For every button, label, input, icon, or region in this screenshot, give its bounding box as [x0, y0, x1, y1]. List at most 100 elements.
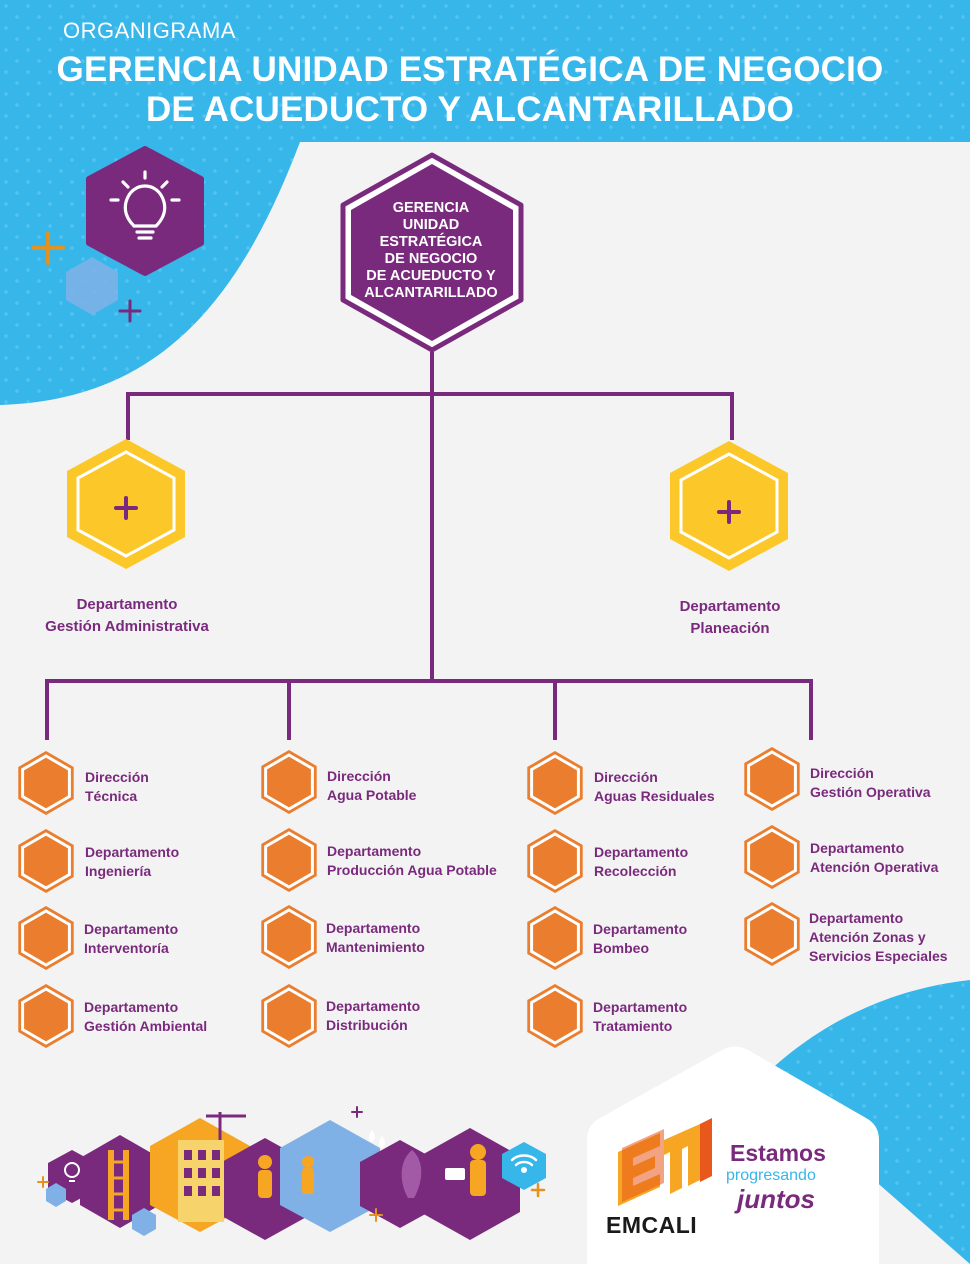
node-line: Departamento: [810, 840, 905, 856]
dept-label-planeacion: Departamento Planeación: [630, 596, 830, 640]
company-logo-text: EMCALI: [606, 1212, 698, 1238]
node-line: Departamento: [85, 844, 180, 860]
node-line: Mantenimiento: [326, 939, 425, 955]
node-line: Departamento: [84, 999, 179, 1015]
node-line: Bombeo: [593, 940, 649, 956]
node-line: Atención Operativa: [810, 859, 939, 875]
node-line: Dirección: [327, 768, 391, 784]
lightbulb-icon: [109, 170, 181, 240]
node-line: Gestión Ambiental: [84, 1018, 208, 1034]
top-node-line: ALCANTARILLADO: [364, 285, 498, 301]
orange-hexagon-c1-r4: [18, 984, 74, 1048]
plus-icon: [118, 299, 142, 323]
organigram-subtitle: ORGANIGRAMA: [63, 18, 236, 43]
city-illustration: [37, 1106, 546, 1240]
orange-node-hexagons: [18, 747, 800, 1048]
orange-hexagon-c4-r2: [744, 825, 800, 889]
logo-panel: [587, 1046, 879, 1264]
top-node-hexagon: [340, 152, 524, 353]
dept-label-line: Planeación: [690, 620, 770, 637]
plus-icon: [717, 500, 741, 524]
node-line: Dirección: [85, 769, 149, 785]
lightbulb-icon: [64, 1162, 80, 1182]
node-line: Departamento: [593, 921, 688, 937]
top-node-line: DE ACUEDUCTO Y: [366, 268, 496, 284]
node-line: Aguas Residuales: [594, 788, 715, 804]
node-line: Distribución: [326, 1017, 408, 1033]
dept-hexagon-left: [67, 439, 185, 569]
water-drops-icon: [369, 1130, 385, 1148]
decor-hexagon: [66, 257, 118, 315]
node-line: Servicios Especiales: [809, 948, 948, 964]
node-line: Recolección: [594, 863, 677, 879]
dept-hexagon-right: [670, 441, 788, 571]
top-node-line: UNIDAD: [402, 217, 460, 233]
orange-hexagon-c2-r1: [261, 750, 317, 814]
orange-hexagon-c3-r4: [527, 984, 583, 1048]
dept-label-line: Gestión Administrativa: [45, 618, 209, 635]
node-line: Gestión Operativa: [810, 784, 931, 800]
plus-icon: [31, 231, 65, 265]
node-line: Ingeniería: [85, 863, 152, 879]
top-node-line: DE NEGOCIO: [384, 251, 478, 267]
top-node-line: ESTRATÉGICA: [379, 234, 483, 250]
top-node-line: GERENCIA: [392, 200, 470, 216]
tagline-line1: Estamos: [730, 1140, 826, 1166]
wifi-icon: [510, 1154, 538, 1174]
node-line: Departamento: [326, 998, 421, 1014]
node-line: Departamento: [84, 921, 179, 937]
tagline-line2: progresando: [726, 1167, 816, 1184]
lightbulb-badge: [86, 146, 204, 276]
node-line: Dirección: [594, 769, 658, 785]
orange-hexagon-c3-r2: [527, 829, 583, 893]
emcali-logo-mark: [618, 1118, 712, 1206]
orange-hexagon-c2-r4: [261, 984, 317, 1048]
org-connectors: [45, 352, 813, 740]
orange-hexagon-c4-r3: [744, 902, 800, 966]
page-title-line2: DE ACUEDUCTO Y ALCANTARILLADO: [145, 90, 795, 129]
orange-hexagon-c1-r2: [18, 829, 74, 893]
node-line: Técnica: [85, 788, 138, 804]
node-line: Departamento: [809, 910, 904, 926]
dept-label-line: Departamento: [679, 598, 781, 615]
page-title-line1: GERENCIA UNIDAD ESTRATÉGICA DE NEGOCIO: [56, 50, 884, 89]
node-line: Departamento: [594, 844, 689, 860]
orange-hexagon-c4-r1: [744, 747, 800, 811]
orange-hexagon-c1-r3: [18, 906, 74, 970]
orange-hexagon-c3-r3: [527, 906, 583, 970]
node-line: Agua Potable: [327, 787, 417, 803]
node-line: Departamento: [327, 843, 422, 859]
node-line: Tratamiento: [593, 1018, 673, 1034]
tagline-line3: juntos: [737, 1184, 815, 1214]
orange-hexagon-c2-r2: [261, 828, 317, 892]
dept-label-line: Departamento: [76, 596, 178, 613]
orange-hexagon-c2-r3: [261, 905, 317, 969]
node-line: Producción Agua Potable: [327, 862, 497, 878]
node-line: Interventoría: [84, 940, 169, 956]
node-line: Departamento: [593, 999, 688, 1015]
orange-hexagon-c3-r1: [527, 751, 583, 815]
plus-icon: [114, 496, 138, 520]
dept-label-admin: Departamento Gestión Administrativa: [22, 594, 232, 638]
node-line: Atención Zonas y: [809, 929, 926, 945]
top-node-label: GERENCIA UNIDAD ESTRATÉGICA DE NEGOCIO D…: [342, 200, 520, 302]
node-line: Departamento: [326, 920, 421, 936]
node-line: Dirección: [810, 765, 874, 781]
orange-hexagon-c1-r1: [18, 751, 74, 815]
